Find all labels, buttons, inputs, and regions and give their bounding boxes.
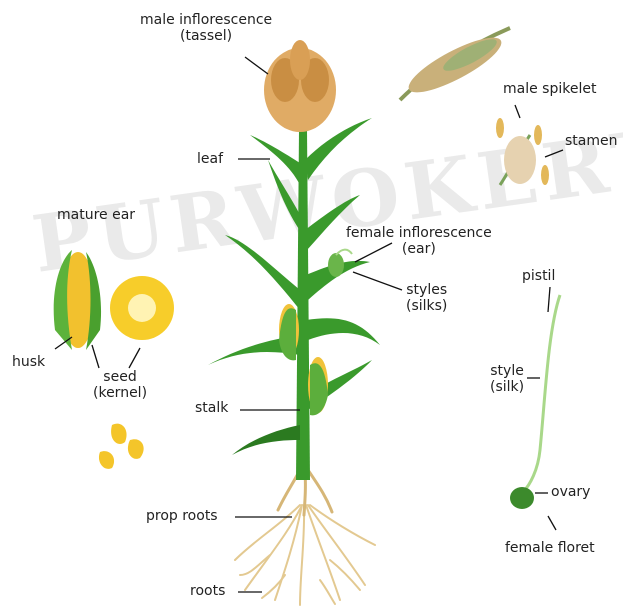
label-male-inflorescence-line1: male inflorescence	[140, 12, 272, 28]
label-leaf: leaf	[197, 151, 223, 167]
label-pistil: pistil	[522, 268, 555, 284]
label-female-inflorescence-line2: (ear)	[346, 241, 492, 257]
label-prop-roots: prop roots	[146, 508, 218, 524]
label-male-inflorescence: male inflorescence (tassel)	[140, 12, 272, 44]
pistil-graphic	[510, 295, 560, 509]
leaves-graphic	[208, 118, 380, 455]
kernels-graphic	[99, 424, 144, 469]
mature-ear-graphic	[54, 250, 101, 350]
label-ovary: ovary	[551, 484, 590, 500]
label-female-floret: female floret	[505, 540, 595, 556]
label-female-inflorescence-line1: female inflorescence	[346, 225, 492, 241]
label-mature-ear: mature ear	[57, 207, 135, 223]
label-style: style (silk)	[490, 363, 524, 395]
label-styles: styles (silks)	[406, 282, 447, 314]
label-stalk: stalk	[195, 400, 228, 416]
label-style-line2: (silk)	[490, 379, 524, 395]
roots-graphic	[235, 505, 375, 605]
label-roots: roots	[190, 583, 225, 599]
label-female-inflorescence: female inflorescence (ear)	[346, 225, 492, 257]
label-styles-line2: (silks)	[406, 298, 447, 314]
label-seed-line2: (kernel)	[93, 385, 147, 401]
label-husk: husk	[12, 354, 45, 370]
label-style-line1: style	[490, 363, 524, 379]
label-seed: seed (kernel)	[93, 369, 147, 401]
cross-section-graphic	[110, 276, 174, 340]
label-male-spikelet: male spikelet	[503, 81, 596, 97]
tassel-graphic	[264, 40, 336, 132]
label-male-inflorescence-line2: (tassel)	[140, 28, 272, 44]
label-seed-line1: seed	[93, 369, 147, 385]
male-spikelet-graphic	[496, 118, 549, 185]
label-styles-line1: styles	[406, 282, 447, 298]
label-stamen: stamen	[565, 133, 618, 149]
tassel-branch-graphic	[400, 28, 510, 102]
